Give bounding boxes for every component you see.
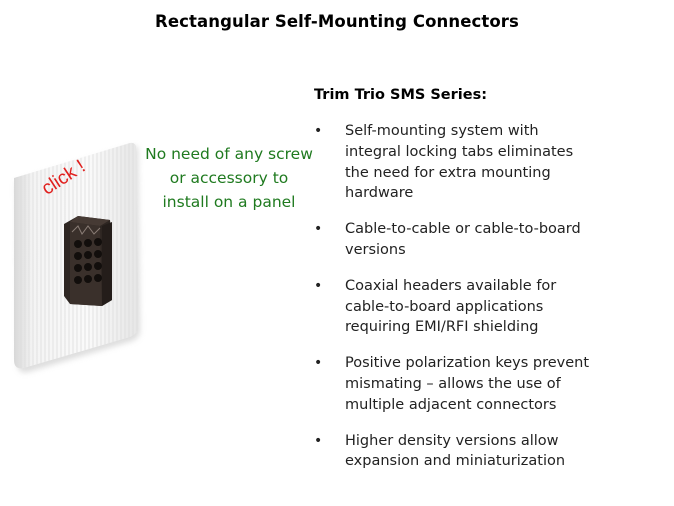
panel-illustration bbox=[14, 142, 140, 373]
feature-list-section: Trim Trio SMS Series: • Self-mounting sy… bbox=[314, 87, 664, 487]
feature-line: requiring EMI/RFI shielding bbox=[345, 319, 539, 336]
install-note: No need of any screw or accessory to ins… bbox=[128, 142, 330, 214]
feature-line: expansion and miniaturization bbox=[345, 453, 566, 470]
install-note-line: install on a panel bbox=[162, 193, 296, 211]
series-subtitle: Trim Trio SMS Series: bbox=[314, 87, 488, 103]
feature-line: multiple adjacent connectors bbox=[345, 396, 557, 413]
feature-line: hardware bbox=[345, 185, 414, 202]
connector-panel-image[interactable] bbox=[8, 140, 158, 380]
feature-line: Cable-to-cable or cable-to-board bbox=[345, 221, 581, 238]
bullet-icon: • bbox=[314, 277, 323, 294]
feature-item: • Cable-to-cable or cable-to-board versi… bbox=[314, 219, 664, 261]
feature-line: Self-mounting system with bbox=[345, 123, 539, 139]
bullet-icon: • bbox=[314, 432, 323, 449]
bullet-icon: • bbox=[314, 123, 323, 139]
feature-line: Positive polarization keys prevent bbox=[345, 355, 590, 372]
bullet-icon: • bbox=[314, 355, 323, 372]
bullet-icon: • bbox=[314, 221, 323, 238]
feature-line: the need for extra mounting bbox=[345, 164, 551, 181]
feature-list: • Self-mounting system with integral loc… bbox=[314, 121, 664, 472]
feature-line: Coaxial headers available for bbox=[345, 277, 557, 294]
feature-item: • Higher density versions allow expansio… bbox=[314, 431, 664, 473]
feature-line: mismating – allows the use of bbox=[345, 375, 561, 392]
install-note-line: No need of any screw bbox=[145, 145, 313, 163]
install-note-line: or accessory to bbox=[169, 169, 289, 187]
feature-line: Higher density versions allow bbox=[345, 432, 559, 449]
feature-item: • Self-mounting system with integral loc… bbox=[314, 121, 664, 204]
slide-title: Rectangular Self-Mounting Connectors bbox=[155, 12, 519, 31]
feature-line: integral locking tabs eliminates bbox=[345, 143, 574, 160]
feature-line: cable-to-board applications bbox=[345, 298, 544, 315]
feature-item: • Coaxial headers available for cable-to… bbox=[314, 276, 664, 338]
feature-line: versions bbox=[345, 241, 406, 258]
connector-icon bbox=[64, 216, 112, 306]
feature-item: • Positive polarization keys prevent mis… bbox=[314, 353, 664, 415]
